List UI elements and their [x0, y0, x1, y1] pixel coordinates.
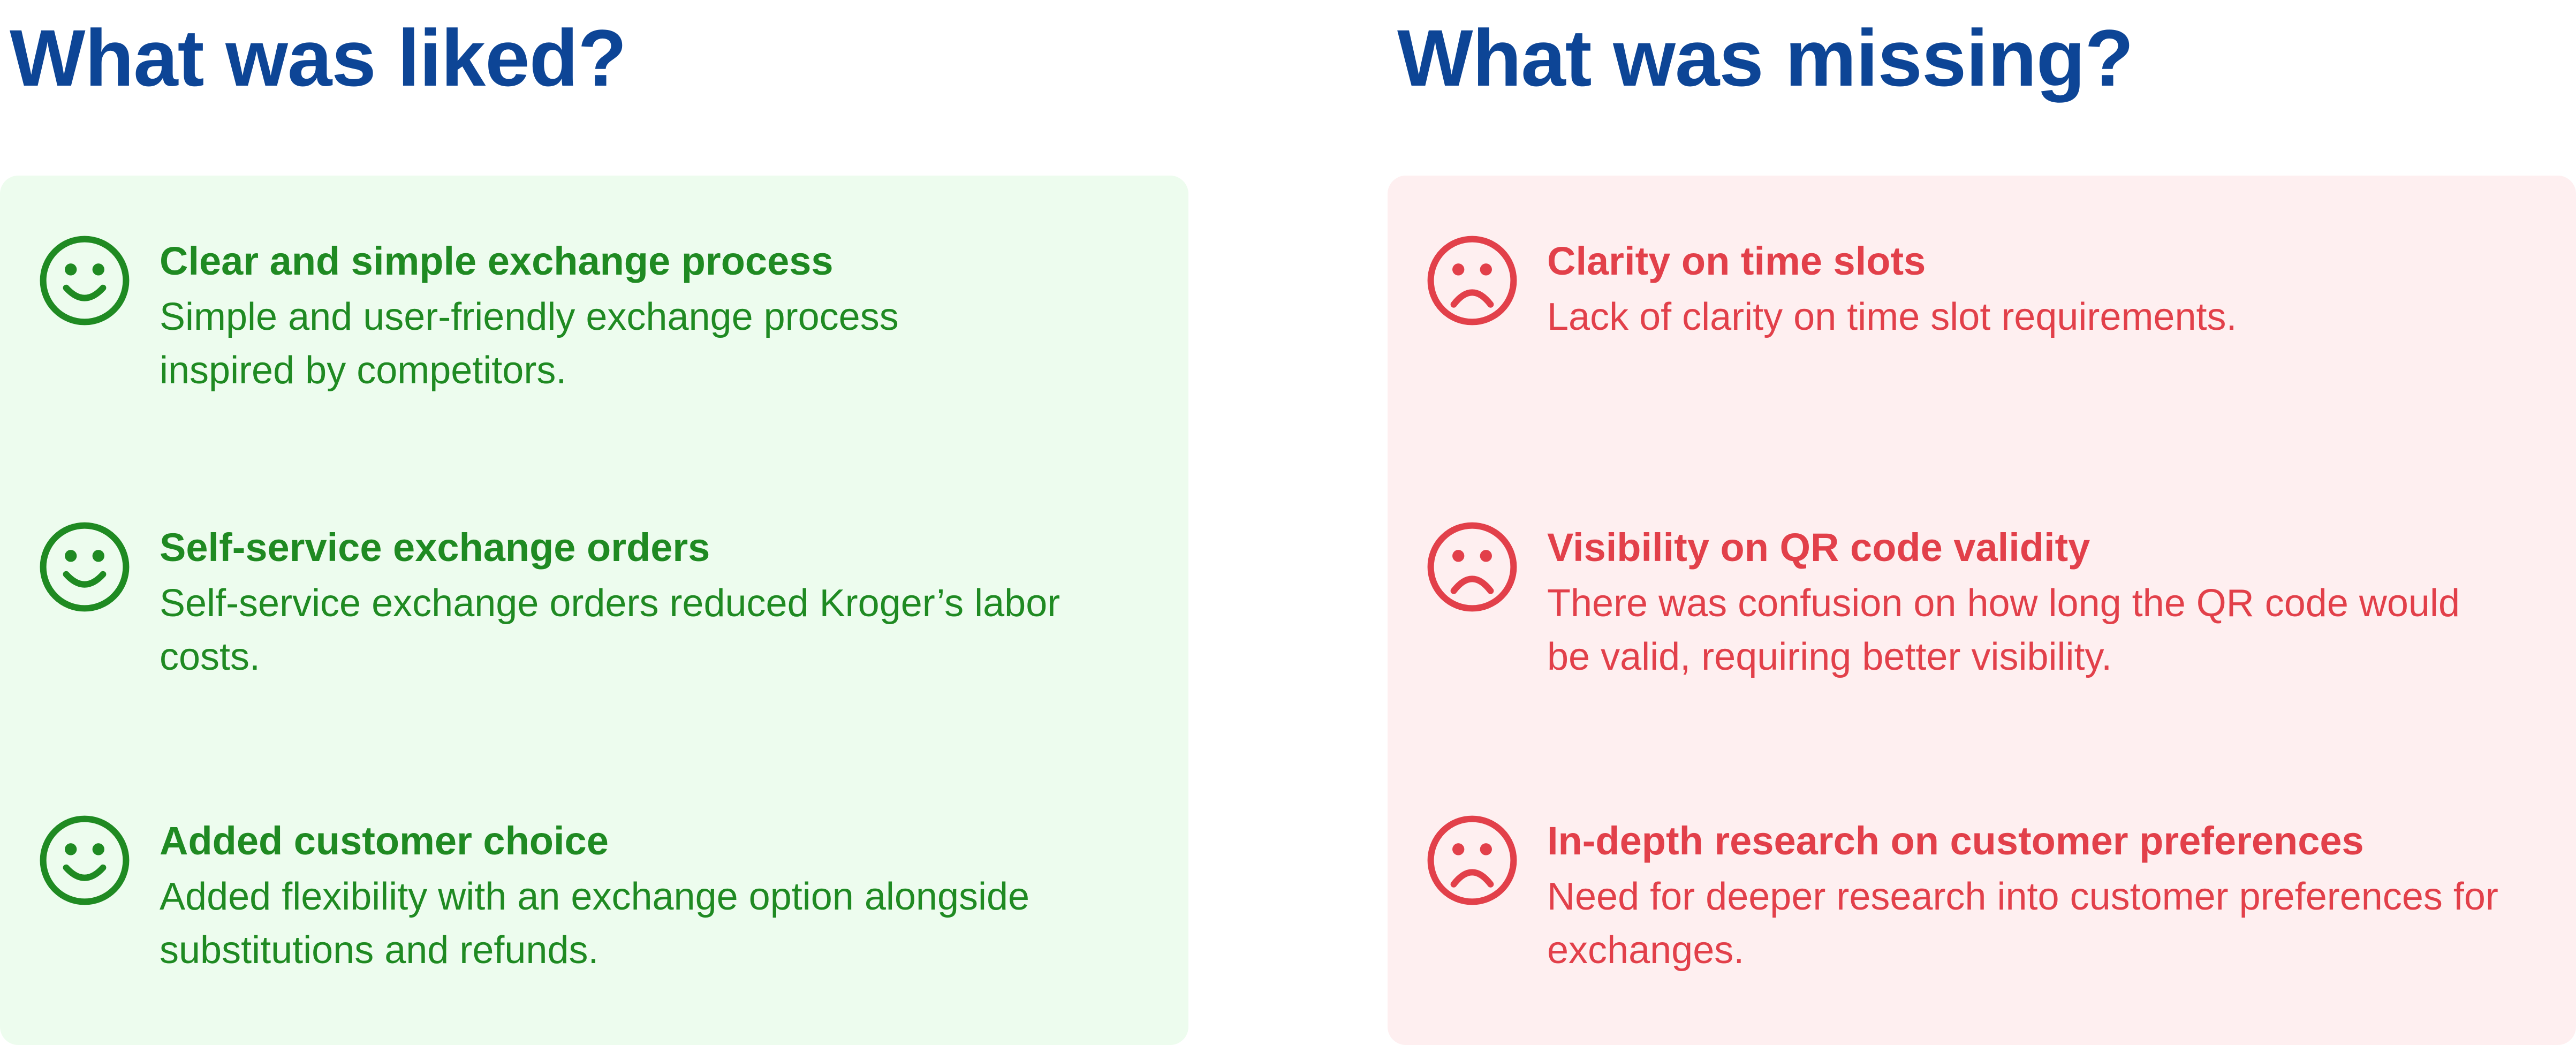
missing-item: In-depth research on customer preference…: [1388, 814, 2576, 1007]
missing-item-text: Visibility on QR code validity There was…: [1547, 521, 2512, 684]
smiley-face-icon: [40, 815, 130, 905]
missing-panel: Clarity on time slots Lack of clarity on…: [1388, 176, 2576, 1045]
liked-item-text: Clear and simple exchange process Simple…: [160, 234, 1124, 397]
missing-item-description: Lack of clarity on time slot requirement…: [1547, 296, 2237, 338]
missing-item-title: In-depth research on customer preference…: [1547, 819, 2364, 863]
liked-item-title: Self-service exchange orders: [160, 525, 710, 570]
sad-face-icon: [1427, 815, 1517, 905]
liked-item-title: Clear and simple exchange process: [160, 239, 834, 283]
smiley-face-icon: [40, 236, 130, 325]
missing-item: Visibility on QR code validity There was…: [1388, 521, 2576, 714]
missing-item-title: Clarity on time slots: [1547, 239, 1926, 283]
missing-item: Clarity on time slots Lack of clarity on…: [1388, 234, 2576, 427]
liked-item-description: Added flexibility with an exchange optio…: [160, 875, 1030, 972]
missing-item-description: There was confusion on how long the QR c…: [1547, 582, 2460, 678]
liked-item: Added customer choice Added flexibility …: [0, 814, 1188, 1007]
missing-item-text: Clarity on time slots Lack of clarity on…: [1547, 234, 2512, 344]
liked-item-text: Self-service exchange orders Self-servic…: [160, 521, 1124, 684]
missing-heading: What was missing?: [1397, 13, 2134, 103]
smiley-face-icon: [40, 522, 130, 612]
liked-item-description: Simple and user-friendly exchange proces…: [160, 296, 899, 392]
liked-panel: Clear and simple exchange process Simple…: [0, 176, 1188, 1045]
missing-item-description: Need for deeper research into customer p…: [1547, 875, 2498, 972]
missing-item-text: In-depth research on customer preference…: [1547, 814, 2512, 977]
sad-face-icon: [1427, 236, 1517, 325]
liked-item-title: Added customer choice: [160, 819, 609, 863]
sad-face-icon: [1427, 522, 1517, 612]
liked-heading: What was liked?: [10, 13, 627, 103]
liked-item-description: Self-service exchange orders reduced Kro…: [160, 582, 1060, 678]
liked-item: Self-service exchange orders Self-servic…: [0, 521, 1188, 714]
liked-item: Clear and simple exchange process Simple…: [0, 234, 1188, 427]
missing-item-title: Visibility on QR code validity: [1547, 525, 2090, 570]
liked-item-text: Added customer choice Added flexibility …: [160, 814, 1124, 977]
